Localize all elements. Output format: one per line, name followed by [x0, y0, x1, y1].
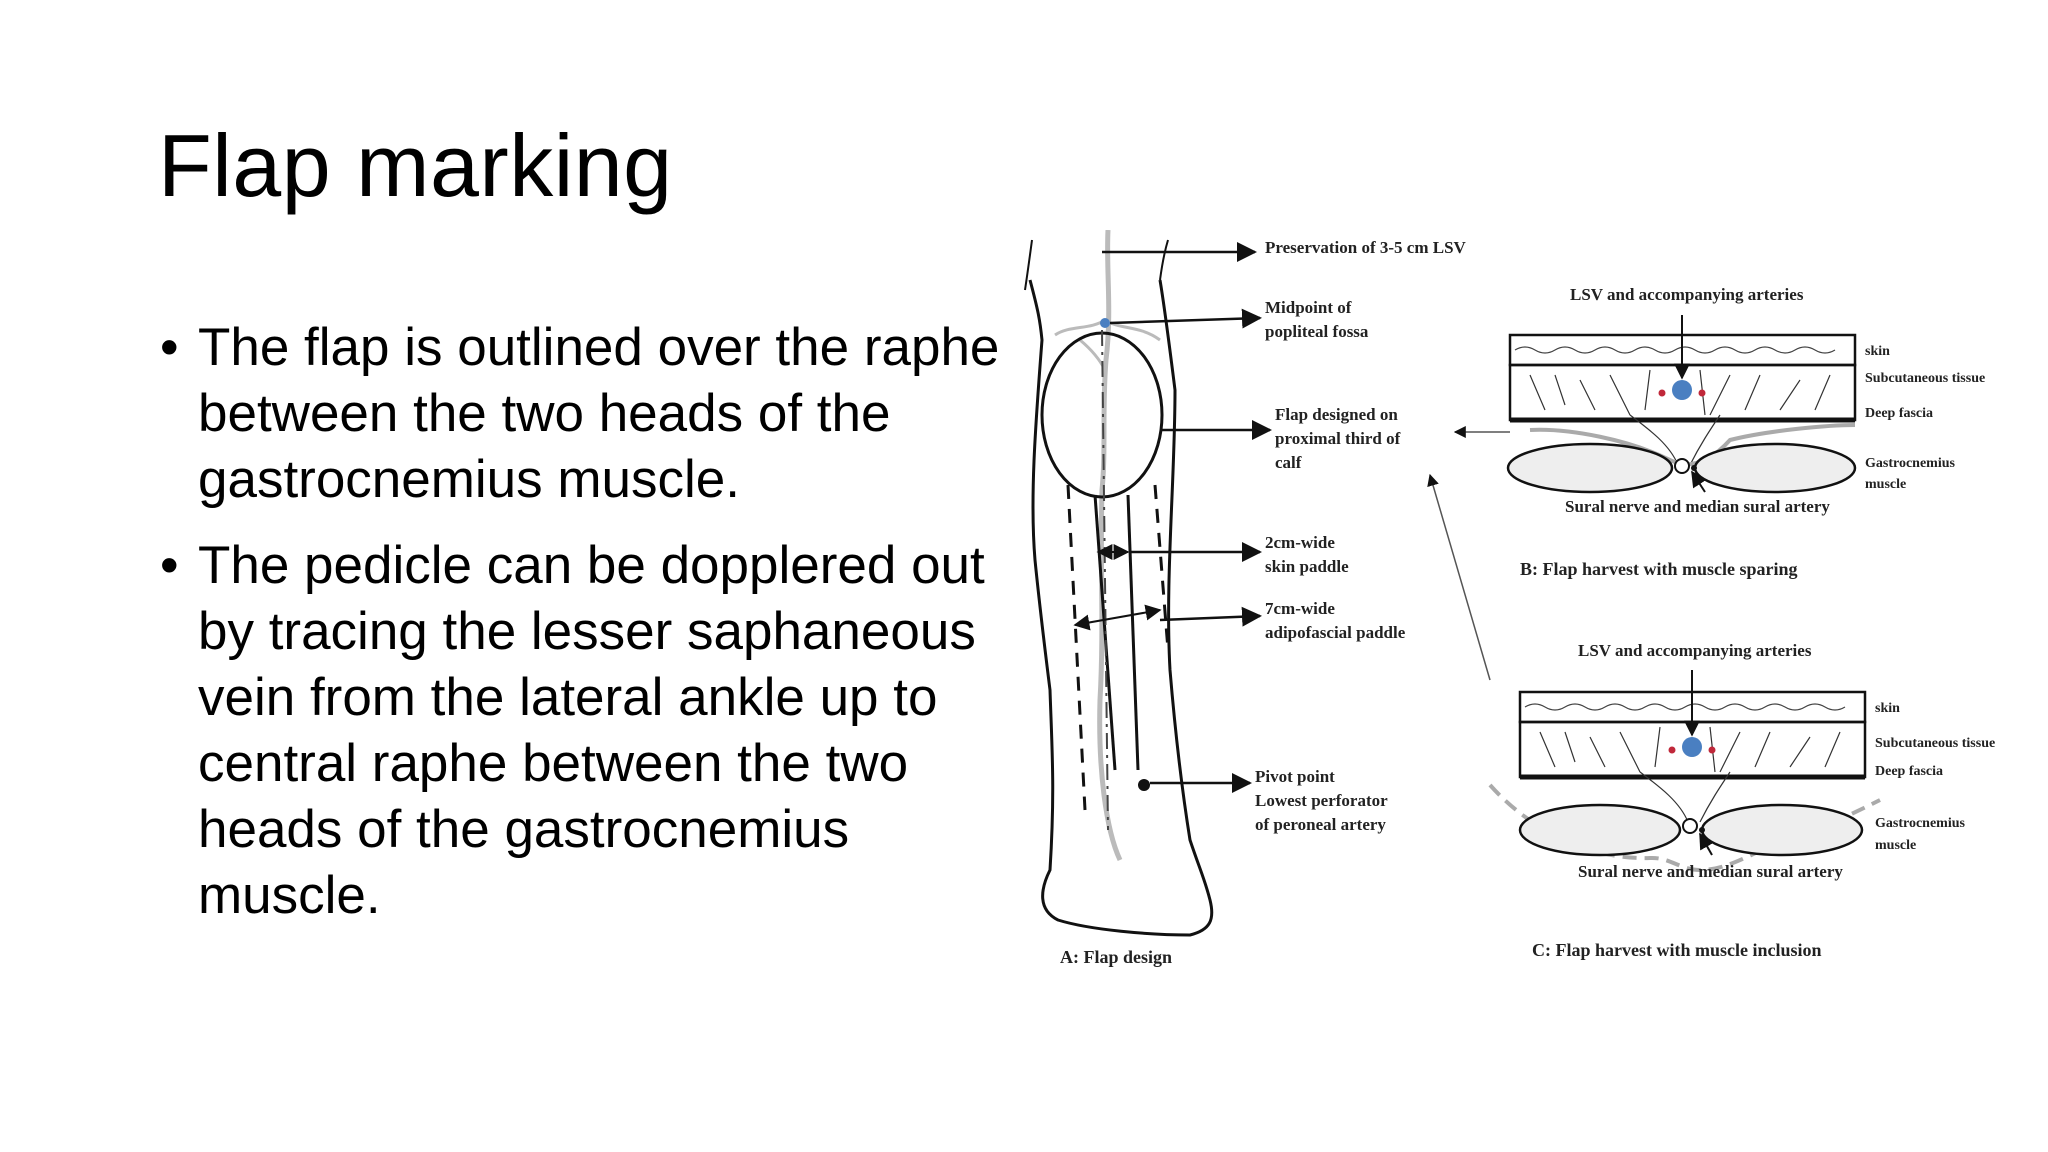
leg-drawing — [1024, 239, 1214, 937]
skin-paddle-line-right — [1126, 494, 1140, 771]
b-sural-nerve — [1674, 458, 1690, 474]
label-flap-3: calf — [1275, 453, 1302, 472]
caption-c: C: Flap harvest with muscle inclusion — [1532, 940, 1822, 960]
b-label-subcut: Subcutaneous tissue — [1865, 371, 1985, 386]
label-flap-1: Flap designed on — [1275, 405, 1398, 424]
b-artery-right — [1698, 389, 1706, 397]
panel-c: LSV and accompanying arteries skin Subcu… — [1488, 641, 1995, 960]
caption-b: B: Flap harvest with muscle sparing — [1520, 559, 1798, 579]
panel-b: LSV and accompanying arteries skin Subcu… — [1506, 285, 1985, 579]
c-artery-right — [1708, 746, 1716, 754]
b-label-deep: Deep fascia — [1865, 406, 1933, 421]
bullet-item: • The pedicle can be dopplered out by tr… — [160, 533, 1020, 929]
c-sural-nerve — [1682, 818, 1698, 834]
b-label-top: LSV and accompanying arteries — [1570, 285, 1804, 304]
c-label-subcut: Subcutaneous tissue — [1875, 736, 1995, 751]
midpoint-dot — [1100, 318, 1110, 328]
bullet-item: • The flap is outlined over the raphe be… — [160, 315, 1020, 513]
label-pivot-2: Lowest perforator — [1255, 791, 1388, 810]
c-skin-texture — [1524, 703, 1846, 711]
bullet-dot-icon: • — [160, 536, 179, 595]
c-sural-artery — [1699, 827, 1705, 833]
label-adipo-1: 7cm-wide — [1265, 599, 1335, 618]
bullet-text: The pedicle can be dopplered out by trac… — [198, 536, 985, 925]
center-axis — [1101, 329, 1109, 831]
label-skin-2: skin paddle — [1265, 557, 1349, 576]
label-lsv: Preservation of 3-5 cm LSV — [1265, 238, 1467, 257]
b-gastro-right — [1693, 442, 1857, 494]
c-lsv — [1682, 737, 1702, 757]
bullet-list: • The flap is outlined over the raphe be… — [160, 315, 1020, 949]
b-label-sural: Sural nerve and median sural artery — [1565, 497, 1830, 516]
c-artery-left — [1668, 746, 1676, 754]
label-midpoint-1: Midpoint of — [1265, 298, 1352, 317]
b-arrow-sural — [1691, 470, 1707, 493]
leg-outline-left — [1028, 279, 1214, 937]
c-label-gastro-2: muscle — [1875, 838, 1916, 853]
b-label-gastro-1: Gastrocnemius — [1865, 456, 1956, 471]
label-pivot-1: Pivot point — [1255, 767, 1335, 786]
label-adipo-2: adipofascial paddle — [1265, 623, 1406, 642]
flap-diagram: Preservation of 3-5 cm LSV Midpoint of p… — [1010, 230, 2040, 990]
bullet-dot-icon: • — [160, 318, 179, 377]
c-label-gastro-1: Gastrocnemius — [1875, 816, 1966, 831]
adipofascial-line-right — [1153, 484, 1170, 651]
label-pivot-3: of peroneal artery — [1255, 815, 1386, 834]
leg-knee-right — [1159, 239, 1169, 281]
c-arrow-sural — [1699, 832, 1715, 856]
b-skin-texture — [1514, 346, 1836, 354]
b-gastro-left — [1506, 442, 1674, 494]
leg-knee-left — [1024, 239, 1033, 291]
adipofascial-line-left — [1066, 484, 1087, 811]
pivot-dot — [1138, 779, 1150, 791]
b-lsv — [1672, 380, 1692, 400]
label-flap-2: proximal third of — [1275, 429, 1401, 448]
label-midpoint-2: popliteal fossa — [1265, 322, 1369, 341]
arrow-midpoint — [1109, 308, 1262, 329]
slide-title: Flap marking — [158, 116, 673, 215]
c-gastro-left — [1518, 803, 1682, 857]
flap-diagram-svg: Preservation of 3-5 cm LSV Midpoint of p… — [1024, 230, 1995, 967]
b-label-gastro-2: muscle — [1865, 477, 1906, 492]
arrow-adipo — [1159, 606, 1262, 627]
caption-a: A: Flap design — [1060, 947, 1172, 967]
c-label-top: LSV and accompanying arteries — [1578, 641, 1812, 660]
c-gastro-right — [1700, 803, 1864, 857]
b-sural-artery — [1691, 465, 1697, 471]
c-label-sural: Sural nerve and median sural artery — [1578, 862, 1843, 881]
b-artery-left — [1658, 389, 1666, 397]
arrow-adipo-width — [1073, 604, 1162, 631]
c-label-deep: Deep fascia — [1875, 764, 1943, 779]
arrow-c-to-flap — [1427, 473, 1491, 681]
bullet-text: The flap is outlined over the raphe betw… — [198, 318, 1000, 509]
label-skin-1: 2cm-wide — [1265, 533, 1335, 552]
c-label-skin: skin — [1875, 701, 1900, 716]
b-label-skin: skin — [1865, 344, 1890, 359]
